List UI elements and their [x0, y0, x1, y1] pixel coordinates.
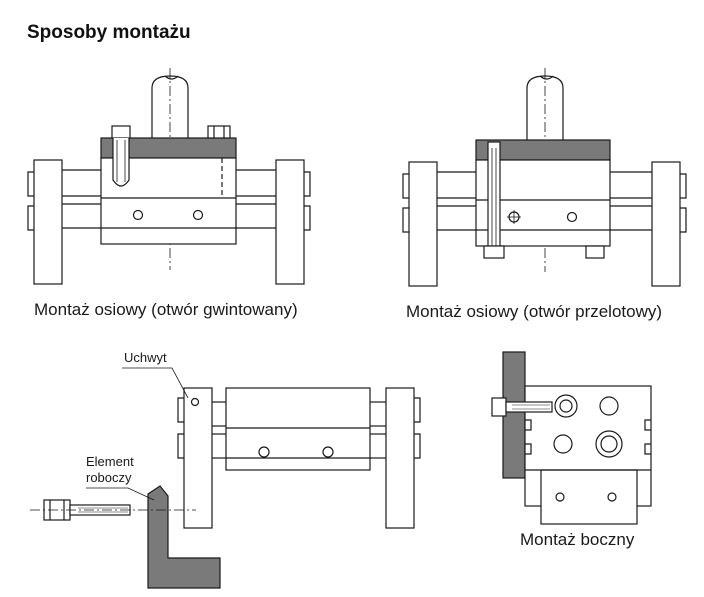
- caption-side: Montaż boczny: [520, 530, 635, 549]
- label-element-line2: roboczy: [86, 470, 132, 485]
- figure-axial-through: [402, 68, 687, 287]
- caption-axial-threaded: Montaż osiowy (otwór gwintowany): [34, 300, 298, 319]
- label-element-line1: Element: [86, 454, 134, 469]
- figure-holder-element: [30, 367, 421, 589]
- page-title: Sposoby montażu: [27, 22, 191, 43]
- figure-side: [491, 351, 652, 525]
- label-holder: Uchwyt: [124, 350, 167, 365]
- caption-axial-through: Montaż osiowy (otwór przelotowy): [406, 302, 663, 321]
- figure-axial-threaded: [27, 68, 311, 285]
